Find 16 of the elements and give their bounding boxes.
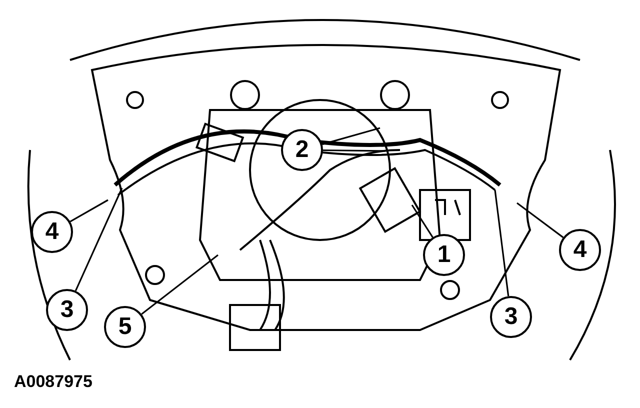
leader-line	[411, 204, 434, 238]
callout-number: 5	[104, 306, 146, 348]
callout-number: 4	[559, 229, 601, 271]
figure-code: A0087975	[14, 372, 92, 392]
leader-line	[74, 188, 123, 292]
leader-line	[323, 149, 386, 152]
callout-number: 2	[281, 129, 323, 171]
leader-line	[70, 199, 108, 222]
leader-line	[516, 202, 564, 238]
callout-number: 4	[31, 211, 73, 253]
leader-line	[322, 127, 380, 146]
leader-line	[494, 190, 510, 296]
callout-number: 3	[490, 296, 532, 338]
leader-line	[141, 254, 218, 315]
callout-number: 3	[46, 289, 88, 331]
callout-number: 1	[423, 234, 465, 276]
